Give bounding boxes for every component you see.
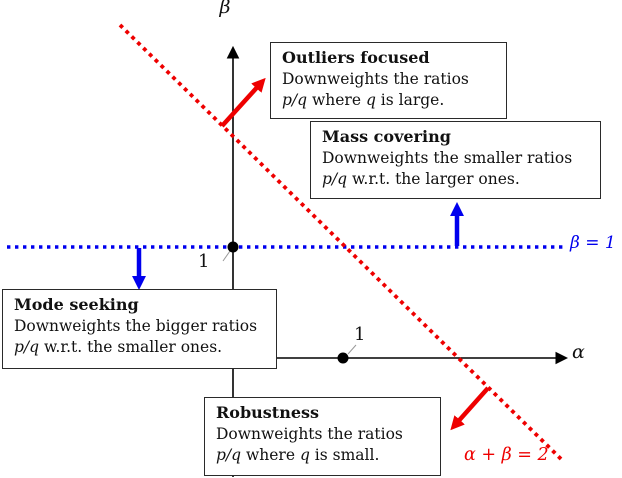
box-line: p/q w.r.t. the larger ones. bbox=[322, 169, 590, 190]
x-tick-connector bbox=[347, 344, 357, 355]
mode-seeking-box: Mode seeking Downweights the bigger rati… bbox=[2, 289, 277, 369]
math-segment: p/q bbox=[282, 90, 308, 109]
alpha-axis-label: α bbox=[572, 341, 585, 363]
box-body: Downweights the ratios p/q where q is sma… bbox=[216, 424, 430, 466]
box-body: Downweights the smaller ratios p/q w.r.t.… bbox=[322, 148, 590, 190]
text-segment: Downweights the smaller ratios bbox=[322, 148, 573, 167]
y-tick-connector bbox=[222, 250, 231, 262]
box-title: Robustness bbox=[216, 403, 320, 422]
text-segment: Downweights the ratios bbox=[216, 424, 403, 443]
box-title: Outliers focused bbox=[282, 48, 430, 67]
robustness-box: Robustness Downweights the ratios p/q whe… bbox=[204, 397, 441, 476]
box-line: p/q where q is small. bbox=[216, 445, 430, 466]
text-segment: where bbox=[241, 445, 300, 464]
alpha-unit-tick-label: 1 bbox=[354, 324, 366, 345]
beta-unit-tick-label: 1 bbox=[198, 251, 210, 272]
box-title: Mode seeking bbox=[14, 295, 139, 314]
box-line: Downweights the ratios bbox=[282, 69, 496, 90]
text-segment: is small. bbox=[309, 445, 380, 464]
text-segment: is large. bbox=[375, 90, 445, 109]
math-segment: q bbox=[365, 90, 376, 109]
red-arrow-outliers bbox=[220, 77, 266, 128]
box-line: Downweights the bigger ratios bbox=[14, 316, 266, 337]
box-line: Downweights the smaller ratios bbox=[322, 148, 590, 169]
beta-unit-point bbox=[227, 241, 239, 253]
math-segment: q bbox=[299, 445, 310, 464]
beta-axis-label: β bbox=[219, 0, 231, 18]
box-line: p/q where q is large. bbox=[282, 90, 496, 111]
mass-covering-box: Mass covering Downweights the smaller ra… bbox=[310, 121, 601, 199]
box-body: Downweights the bigger ratios p/q w.r.t. … bbox=[14, 316, 266, 358]
math-segment: p/q bbox=[322, 169, 348, 188]
text-segment: where bbox=[307, 90, 366, 109]
box-line: Downweights the ratios bbox=[216, 424, 430, 445]
beta-line-label: β = 1 bbox=[570, 233, 616, 253]
text-segment: Downweights the ratios bbox=[282, 69, 469, 88]
box-body: Downweights the ratios p/q where q is lar… bbox=[282, 69, 496, 111]
box-line: p/q w.r.t. the smaller ones. bbox=[14, 337, 266, 358]
diagonal-line-label: α + β = 2 bbox=[464, 445, 549, 465]
text-segment: Downweights the bigger ratios bbox=[14, 316, 258, 335]
text-segment: w.r.t. the larger ones. bbox=[347, 169, 520, 188]
red-arrow-robustness bbox=[450, 386, 490, 431]
outliers-focused-box: Outliers focused Downweights the ratios p… bbox=[270, 42, 507, 119]
math-segment: p/q bbox=[14, 337, 40, 356]
alpha-unit-point bbox=[337, 352, 349, 364]
box-title: Mass covering bbox=[322, 127, 451, 146]
math-segment: p/q bbox=[216, 445, 242, 464]
text-segment: w.r.t. the smaller ones. bbox=[39, 337, 223, 356]
